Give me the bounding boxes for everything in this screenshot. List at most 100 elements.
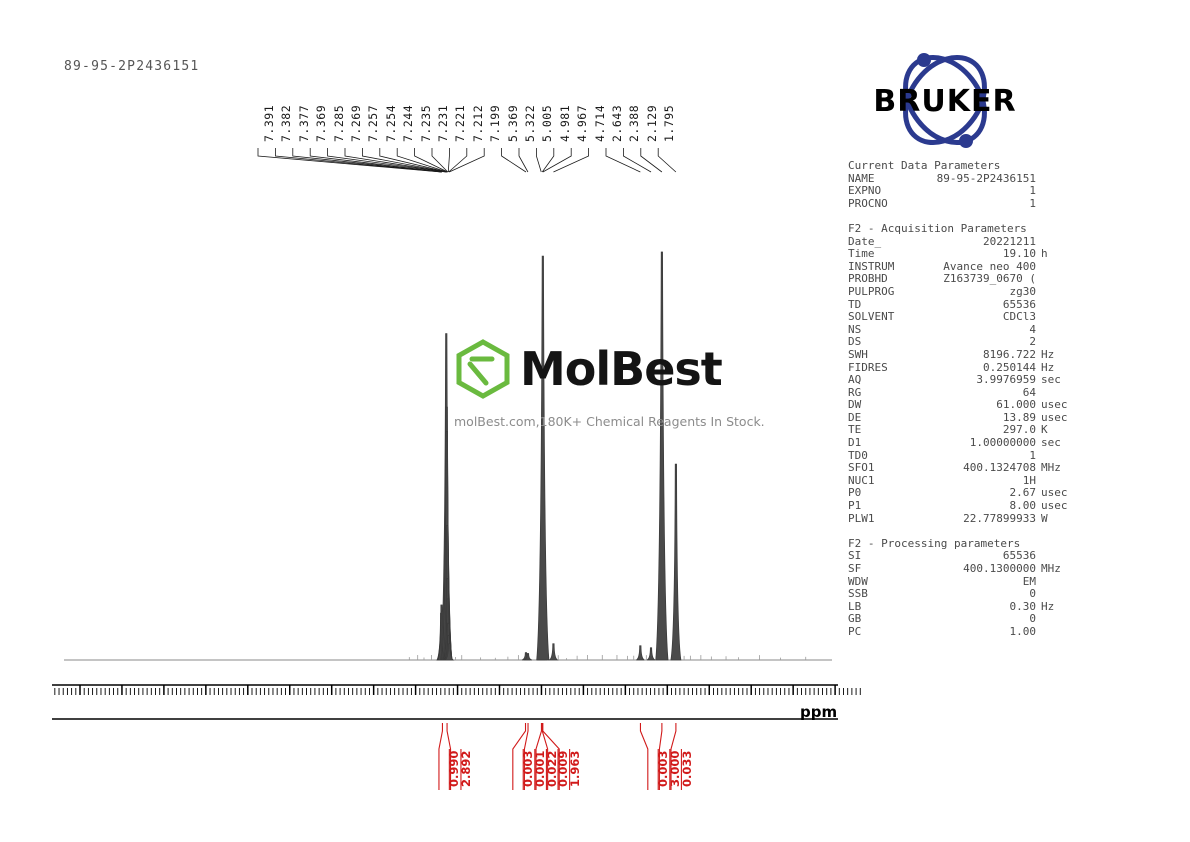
param-key: Time bbox=[848, 247, 875, 261]
param-unit: h bbox=[1041, 247, 1048, 261]
param-key: P1 bbox=[848, 499, 862, 513]
param-unit: K bbox=[1041, 423, 1048, 437]
param-row: DW 61.000 usec bbox=[848, 399, 1068, 412]
param-unit: MHz bbox=[1041, 562, 1061, 575]
integral-leader-line bbox=[523, 723, 529, 790]
integral-leader-line bbox=[639, 723, 649, 790]
param-row: PROBHD Z163739_0670 ( bbox=[848, 273, 1068, 286]
param-key: SSB bbox=[848, 587, 868, 601]
integral-leader-line bbox=[670, 723, 677, 790]
spectrum-peak bbox=[536, 255, 550, 661]
param-value: 2.67 bbox=[1009, 486, 1037, 500]
molbest-wordmark: MolBest bbox=[520, 342, 723, 396]
param-unit: Hz bbox=[1041, 360, 1055, 374]
nmr-spectrum-plot bbox=[0, 230, 900, 670]
param-key: DW bbox=[848, 398, 862, 412]
param-value: 1 bbox=[1029, 448, 1036, 462]
molbest-watermark: MolBest molBest.com,180K+ Chemical Reage… bbox=[452, 336, 765, 431]
param-key: PC bbox=[848, 624, 862, 638]
spectrum-peak bbox=[655, 251, 669, 661]
param-unit: usec bbox=[1041, 398, 1068, 412]
integral-value: 0.033 bbox=[679, 750, 694, 787]
param-value: 400.1324708 bbox=[963, 461, 1036, 475]
param-value: 8.00 bbox=[1009, 499, 1037, 513]
param-key: D1 bbox=[848, 436, 862, 450]
spectrum-trace bbox=[64, 251, 832, 661]
param-unit: sec bbox=[1041, 373, 1061, 387]
bruker-logo: BRUKER bbox=[860, 48, 1030, 153]
param-key: EXPNO bbox=[848, 184, 882, 198]
param-value: 1H bbox=[1022, 473, 1036, 487]
param-key: TE bbox=[848, 423, 862, 437]
param-value: 0.250144 bbox=[983, 360, 1036, 374]
param-key: NAME bbox=[848, 171, 875, 185]
axis-unit-label: ppm bbox=[800, 703, 838, 721]
param-value: Z163739_0670 ( bbox=[943, 272, 1036, 286]
param-value: 1 bbox=[1029, 196, 1036, 210]
param-value: 8196.722 bbox=[983, 347, 1036, 361]
param-value: CDCl3 bbox=[1002, 310, 1036, 324]
svg-text:BRUKER: BRUKER bbox=[873, 84, 1016, 119]
spectrum-peak bbox=[636, 645, 645, 661]
param-unit: MHz bbox=[1041, 461, 1061, 475]
param-row: Date_20221211 bbox=[848, 234, 1068, 249]
param-row: GB 0 bbox=[848, 613, 1068, 626]
param-row: SSB 0 bbox=[848, 588, 1068, 601]
param-key: PLW1 bbox=[848, 511, 875, 525]
param-value: 3.9976959 bbox=[976, 373, 1036, 387]
params-section-heading: Current Data Parameters bbox=[848, 159, 1001, 172]
param-key: SF bbox=[848, 562, 862, 575]
param-key: TD bbox=[848, 297, 862, 311]
param-value: 2 bbox=[1029, 335, 1036, 349]
param-value: 65536 bbox=[1002, 549, 1036, 563]
param-unit: Hz bbox=[1041, 347, 1055, 361]
integral-leader-line bbox=[658, 723, 663, 790]
param-row: PC 1.00 bbox=[848, 624, 1068, 639]
param-row: TE 297.0 K bbox=[848, 424, 1068, 437]
param-value: 61.000 bbox=[996, 398, 1036, 412]
param-value: 1 bbox=[1029, 184, 1036, 198]
param-key: WDW bbox=[848, 574, 868, 588]
integral-leader-line bbox=[512, 723, 527, 790]
param-value: 13.89 bbox=[1002, 410, 1036, 424]
spectrum-peak bbox=[646, 647, 656, 661]
molbest-logo-row: MolBest bbox=[452, 336, 752, 402]
param-key: GB bbox=[848, 612, 862, 626]
integral-leader-line bbox=[446, 723, 452, 790]
param-value: 0 bbox=[1029, 612, 1036, 626]
params-section-heading: F2 - Acquisition Parameters bbox=[848, 221, 1027, 235]
param-value: 1.00 bbox=[1009, 624, 1037, 638]
param-key: DS bbox=[848, 335, 862, 349]
param-key: TD0 bbox=[848, 448, 868, 462]
param-value: 0 bbox=[1029, 587, 1036, 601]
param-value: 4 bbox=[1029, 322, 1036, 336]
param-value: 20221211 bbox=[983, 234, 1036, 248]
param-key: P0 bbox=[848, 486, 862, 500]
param-row: DS 2 bbox=[848, 336, 1068, 349]
param-value: Avance neo 400 bbox=[943, 259, 1036, 273]
molbest-tagline: molBest.com,180K+ Chemical Reagents In S… bbox=[454, 414, 765, 429]
param-unit: usec bbox=[1041, 486, 1068, 500]
param-unit: W bbox=[1041, 511, 1048, 525]
param-key: PROBHD bbox=[848, 272, 888, 286]
param-row: SFO1 400.1324708 MHz bbox=[848, 462, 1068, 475]
param-value: 297.0 bbox=[1002, 423, 1036, 437]
param-key: SFO1 bbox=[848, 461, 875, 475]
